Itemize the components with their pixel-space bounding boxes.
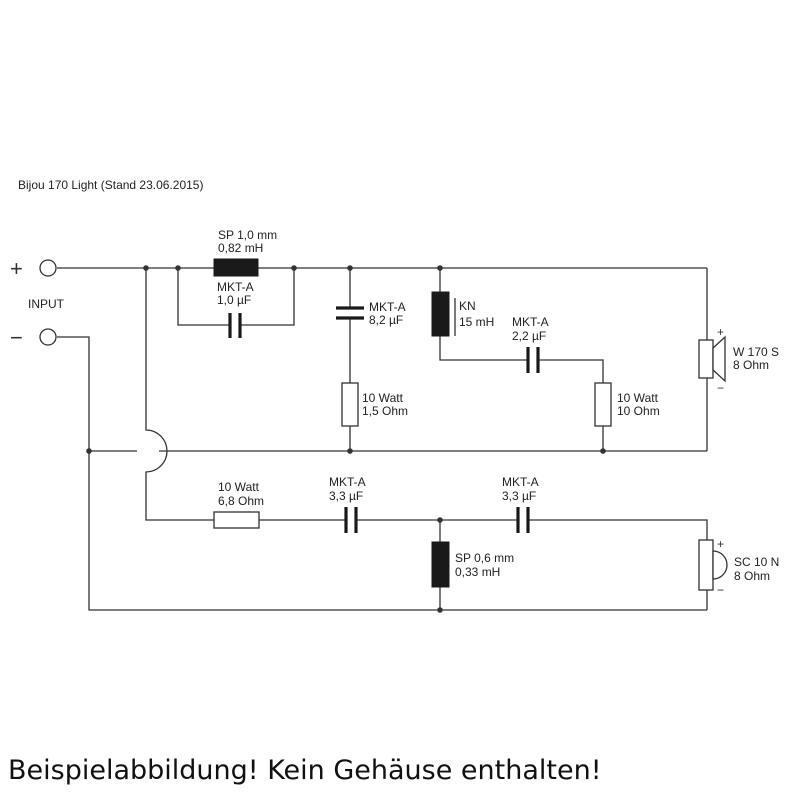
- inductor-l1[interactable]: SP 1,0 mm 0,82 mH: [213, 228, 277, 277]
- input-minus-terminal[interactable]: [39, 328, 57, 346]
- c2-label-1: MKT-A: [369, 300, 406, 314]
- c1-label-2: 1,0 µF: [217, 293, 251, 307]
- r2-label-2: 10 Ohm: [617, 404, 660, 418]
- woofer-label-2: 8 Ohm: [733, 358, 769, 372]
- c5-label-1: MKT-A: [502, 475, 539, 489]
- woofer-plus-sign: +: [717, 325, 724, 339]
- c2-label-2: 8,2 µF: [369, 313, 403, 327]
- junction-dot: [86, 448, 92, 454]
- junction-dot: [437, 607, 443, 613]
- input-plus-terminal[interactable]: [39, 259, 57, 277]
- c4-label-2: 3,3 µF: [329, 489, 363, 503]
- capacitor-c2[interactable]: MKT-A 8,2 µF: [336, 300, 406, 327]
- l3-label-2: 0,33 mH: [455, 565, 500, 579]
- junction-dot: [600, 448, 606, 454]
- capacitor-c5[interactable]: MKT-A 3,3 µF: [502, 475, 539, 533]
- tweeter-minus-sign: −: [717, 583, 724, 597]
- r1-label-1: 10 Watt: [362, 391, 404, 405]
- input-terminals: + − INPUT: [10, 256, 65, 350]
- resistor-r1[interactable]: 10 Watt 1,5 Ohm: [341, 382, 408, 427]
- junction-dots: [86, 265, 606, 613]
- woofer-minus-sign: −: [717, 381, 724, 395]
- junction-dot: [437, 517, 443, 523]
- r3-label-1: 10 Watt: [218, 480, 260, 494]
- woofer-speaker[interactable]: + − W 170 S 8 Ohm: [698, 325, 779, 395]
- caption-disclaimer: Beispielabbildung! Kein Gehäuse enthalte…: [8, 755, 602, 786]
- tweeter-speaker-icon: [698, 539, 714, 591]
- resistor-r2[interactable]: 10 Watt 10 Ohm: [594, 382, 660, 427]
- input-plus-sign: +: [10, 256, 23, 281]
- c5-label-2: 3,3 µF: [502, 489, 536, 503]
- r1-label-2: 1,5 Ohm: [362, 404, 408, 418]
- l1-label-2: 0,82 mH: [218, 241, 263, 255]
- inductor-l3[interactable]: SP 0,6 mm 0,33 mH: [431, 541, 514, 588]
- tweeter-label-1: SC 10 N: [734, 555, 779, 569]
- junction-dot: [175, 265, 181, 271]
- c3-label-2: 2,2 µF: [512, 329, 546, 343]
- input-minus-sign: −: [10, 325, 23, 350]
- c4-label-1: MKT-A: [329, 475, 366, 489]
- wires: [57, 267, 708, 611]
- tweeter-speaker[interactable]: + − SC 10 N 8 Ohm: [698, 537, 779, 597]
- l3-label-1: SP 0,6 mm: [455, 551, 514, 565]
- junction-dot: [291, 265, 297, 271]
- capacitor-c3[interactable]: MKT-A 2,2 µF: [512, 315, 549, 373]
- woofer-speaker-icon: [698, 339, 714, 379]
- schematic-title: Bijou 170 Light (Stand 23.06.2015): [18, 178, 203, 192]
- junction-dot: [143, 265, 149, 271]
- capacitor-c1[interactable]: MKT-A 1,0 µF: [217, 280, 254, 338]
- resistor-r3[interactable]: 10 Watt 6,8 Ohm: [213, 480, 264, 529]
- woofer-label-1: W 170 S: [733, 345, 779, 359]
- tweeter-plus-sign: +: [717, 537, 724, 551]
- junction-dot: [347, 448, 353, 454]
- tweeter-label-2: 8 Ohm: [734, 569, 770, 583]
- l1-label-1: SP 1,0 mm: [218, 228, 277, 242]
- junction-dot: [347, 265, 353, 271]
- input-label: INPUT: [28, 297, 65, 311]
- capacitor-c4[interactable]: MKT-A 3,3 µF: [329, 475, 366, 533]
- c1-label-1: MKT-A: [217, 280, 254, 294]
- junction-dot: [437, 265, 443, 271]
- c3-label-1: MKT-A: [512, 315, 549, 329]
- r3-label-2: 6,8 Ohm: [218, 494, 264, 508]
- l2-label-1: KN: [459, 299, 476, 313]
- inductor-l2[interactable]: KN 15 mH: [431, 291, 494, 337]
- l2-label-2: 15 mH: [459, 315, 494, 329]
- r2-label-1: 10 Watt: [617, 391, 659, 405]
